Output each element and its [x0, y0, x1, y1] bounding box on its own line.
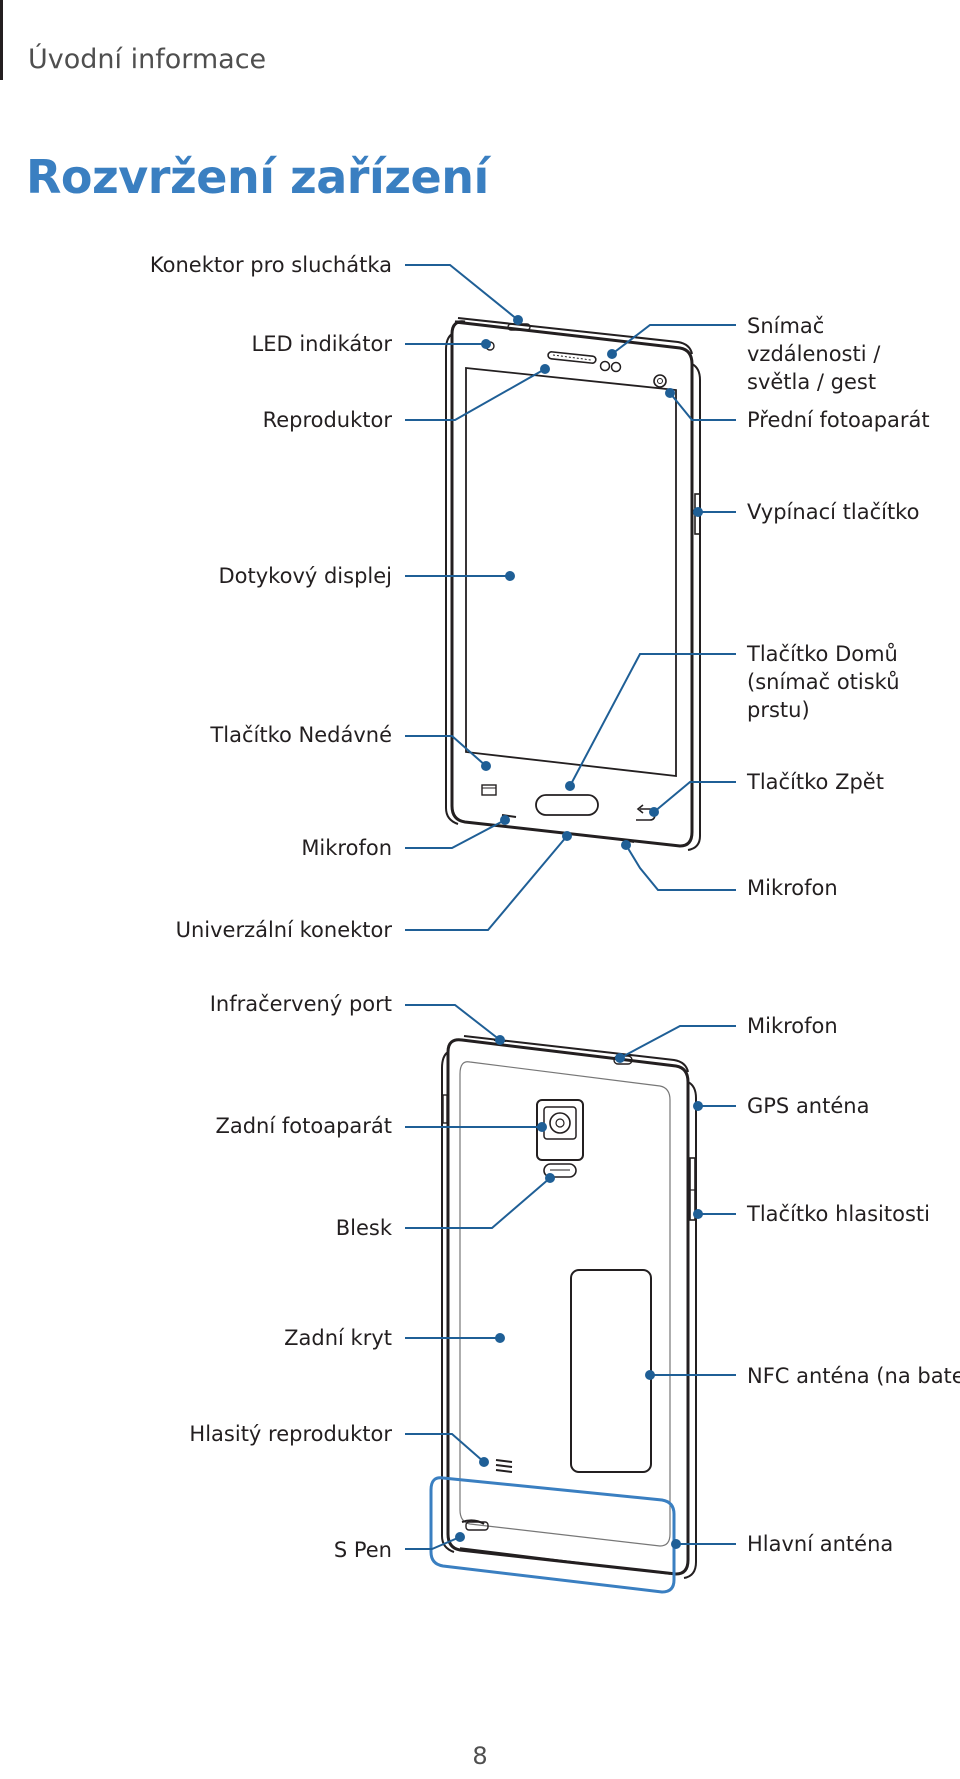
- label-main-antenna: Hlavní anténa: [747, 1532, 894, 1556]
- label-microphone-bottom: Mikrofon: [301, 836, 392, 860]
- back-leader-lines: [405, 1004, 736, 1550]
- label-touchscreen: Dotykový displej: [218, 564, 393, 588]
- label-home-button: Tlačítko Domů (snímač otisků prstu): [747, 642, 900, 722]
- label-volume-key: Tlačítko hlasitosti: [747, 1202, 930, 1226]
- label-ir-port: Infračervený port: [209, 992, 392, 1016]
- back-leader-dots: [455, 1035, 703, 1549]
- label-rear-camera: Zadní fotoaparát: [215, 1114, 392, 1138]
- label-headset-jack: Konektor pro sluchátka: [149, 253, 392, 277]
- label-nfc-antenna: NFC anténa (na baterii): [747, 1364, 960, 1388]
- label-loudspeaker: Hlasitý reproduktor: [189, 1422, 392, 1446]
- label-earpiece: Reproduktor: [262, 408, 392, 432]
- front-phone-drawing: [445, 317, 701, 851]
- label-microphone-top: Mikrofon: [747, 1014, 838, 1038]
- label-flash: Blesk: [335, 1216, 392, 1240]
- label-recent-button: Tlačítko Nedávné: [210, 723, 392, 747]
- label-led-indicator: LED indikátor: [251, 332, 393, 356]
- label-power-button: Vypínací tlačítko: [747, 500, 920, 524]
- page-number: 8: [472, 1742, 488, 1770]
- section-heading: Úvodní informace: [28, 44, 267, 75]
- front-leader-dots: [481, 315, 703, 850]
- main-antenna-outline: [429, 1476, 676, 1594]
- margin-rule: [0, 0, 3, 80]
- label-back-cover: Zadní kryt: [284, 1326, 392, 1350]
- label-front-camera: Přední fotoaparát: [747, 408, 930, 432]
- label-proximity-sensor: Snímač vzdálenosti / světla / gest: [747, 314, 881, 394]
- label-s-pen: S Pen: [333, 1538, 392, 1562]
- label-back-button: Tlačítko Zpět: [747, 770, 884, 794]
- label-microphone-right: Mikrofon: [747, 876, 838, 900]
- label-gps-antenna: GPS anténa: [747, 1094, 870, 1118]
- front-leader-lines: [405, 264, 736, 931]
- back-phone-drawing: [441, 1035, 697, 1579]
- label-usb-connector: Univerzální konektor: [175, 918, 392, 942]
- page-title: Rozvržení zařízení: [26, 150, 489, 204]
